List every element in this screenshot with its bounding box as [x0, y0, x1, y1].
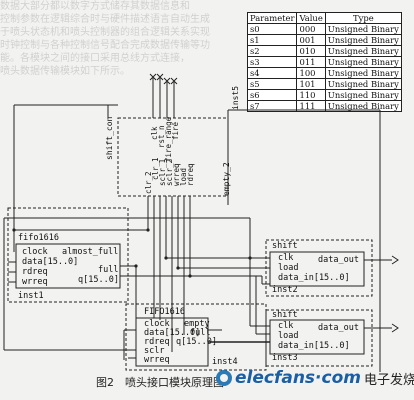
shift-con-output-rdreq: rdreq [186, 163, 195, 186]
cell-value: 111 [296, 100, 326, 112]
shift1-port-load: load [278, 263, 299, 273]
fifo1-outer [7, 207, 129, 303]
cell-value: 001 [296, 34, 326, 46]
fifo2-port-sclr: sclr [144, 346, 165, 356]
fifo2-title: FIFO1616 [144, 307, 185, 317]
fifo1-port-wrreq: wrreq [22, 277, 48, 287]
shift2-block [269, 319, 365, 355]
bg-line: 数据大部分都以数字方式储存其数据信息和 [0, 1, 190, 12]
shift-con-input-fire: fire [171, 121, 180, 140]
shift1-port-data-in: data_in[15..0] [278, 273, 350, 283]
shift2-port-load: load [278, 331, 299, 341]
fifo2-port-empty: empty [184, 319, 210, 329]
shift1-block [269, 251, 365, 287]
figure-caption: 图2 喷头接口模块原理图 [96, 376, 224, 389]
fifo2-instance: inst4 [212, 357, 238, 367]
shift-con-instance: inst5 [231, 85, 240, 110]
fifo2-port-full: full [190, 328, 211, 338]
cell-type: Unsigned Binary [324, 100, 402, 112]
background-text: 数据大部分都以数字方式储存其数据信息和 控制参数在逻辑综合时与硬件描述语言自动生… [0, 0, 414, 110]
bg-line: 时钟控制与各种控制信号配合完成数据传输等功 [0, 40, 210, 51]
shift2-outer [265, 309, 373, 367]
shift-con-title: shift_con [105, 116, 114, 160]
cell-type: Unsigned Binary [324, 45, 402, 57]
shift-con-block [117, 117, 229, 197]
fifo1-port-full: full [98, 265, 119, 275]
fifo2-port-q: q[15..0] [176, 337, 217, 347]
fifo1-instance: inst1 [18, 291, 44, 301]
shift1-title: shift [272, 241, 298, 251]
fifo1-port-rdreq: rdreq [22, 267, 48, 277]
bg-line: 控制参数在逻辑综合时与硬件描述语言自动生成 [0, 14, 210, 25]
bg-line: 喷头数据传输模块如下所示。 [0, 66, 130, 77]
bg-line: 于喷头状态机和喷头控制器的组合逻辑关系实现 [0, 27, 210, 38]
shift1-port-data-out: data_out [318, 255, 359, 265]
fifo1-port-data: data[15..0] [22, 257, 79, 267]
shift1-port-clk: clk [278, 253, 294, 263]
elecfans-logo-icon [216, 370, 232, 386]
shift2-port-data-in: data_in[15..0] [278, 341, 350, 351]
watermark: elecfans·com 电子发烧友 [216, 368, 414, 388]
shift2-title: shift [272, 310, 298, 320]
fifo2-port-clock: clock [144, 319, 170, 329]
fifo1-title: fifo1616 [18, 233, 59, 243]
shift2-port-clk: clk [278, 321, 294, 331]
watermark-cn: 电子发烧友 [363, 372, 414, 388]
fifo2-port-rdreq: rdreq [144, 337, 170, 347]
fifo1-port-almost-full: almost_full [62, 247, 119, 257]
fifo1-port-clock: clock [22, 247, 48, 257]
cell-param: s7 [246, 100, 298, 112]
fifo1-port-q: q[15..0] [78, 275, 119, 285]
shift-con-empty-port: empty_2 [222, 162, 231, 196]
shift2-instance: inst3 [272, 353, 298, 363]
watermark-site: elecfans·com [235, 368, 361, 388]
shift2-port-data-out: data_out [318, 323, 359, 333]
fifo2-port-data: data[15..0] [144, 328, 201, 338]
shift1-instance: inst2 [272, 285, 298, 295]
fifo2-port-wrreq: wrreq [144, 355, 170, 365]
bg-line: 能。各模块之间的接口采用总线方式连接， [0, 53, 190, 64]
